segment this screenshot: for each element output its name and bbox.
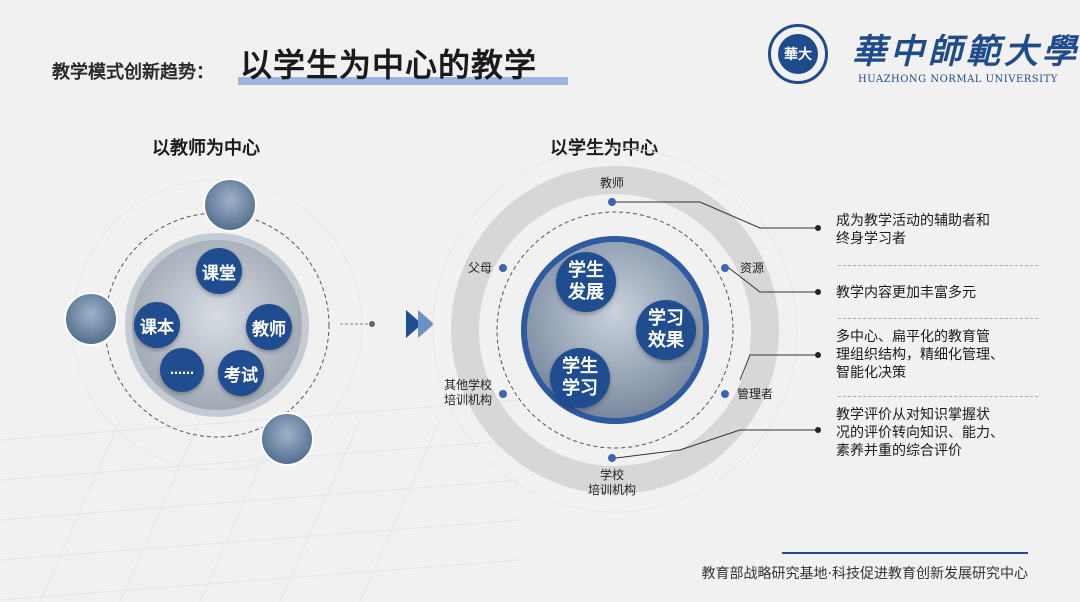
left-heading: 以教师为中心 bbox=[152, 138, 260, 159]
description-evaluation: 教学评价从对知识掌握状 况的评价转向知识、能力、 素养并重的综合评价 bbox=[836, 407, 1004, 459]
footer-text: 教育部战略研究基地·科技促进教育创新发展研究中心 bbox=[701, 566, 1028, 582]
node-label-managers: 管理者 bbox=[736, 387, 773, 401]
separator-1 bbox=[838, 265, 1038, 266]
node-label-other-schools: 其他学校 培训机构 bbox=[443, 378, 492, 407]
connector-arrow bbox=[340, 310, 434, 338]
node-label-teacher: 教师 bbox=[599, 176, 624, 190]
bubble-exam: 考试 bbox=[218, 350, 264, 396]
separator-3 bbox=[838, 396, 1038, 397]
teacher-avatar-top bbox=[203, 178, 257, 232]
description-teacher: 成为教学活动的辅助者和 终身学习者 bbox=[836, 213, 990, 247]
title-prefix: 教学模式创新趋势： bbox=[52, 62, 214, 83]
teacher-avatar-left bbox=[64, 292, 118, 346]
node-label-resources: 资源 bbox=[739, 261, 764, 275]
bubble-classroom: 课堂 bbox=[196, 248, 242, 294]
footer-line bbox=[782, 552, 1028, 554]
description-resources: 教学内容更加丰富多元 bbox=[836, 285, 976, 301]
university-seal-icon: 華大 bbox=[768, 24, 828, 84]
page-title: 以学生为中心的教学 bbox=[240, 46, 538, 84]
title-underline bbox=[238, 77, 568, 85]
bubble-textbook: 课本 bbox=[134, 302, 180, 348]
bubble-learning-effect: 学习 效果 bbox=[636, 300, 696, 360]
background-grid bbox=[0, 399, 520, 602]
bubble-ellipsis: …… bbox=[160, 348, 204, 392]
bubble-student-development: 学生 发展 bbox=[556, 252, 616, 312]
teacher-avatar-bottom bbox=[260, 412, 314, 466]
bubble-teacher: 教师 bbox=[246, 304, 292, 350]
description-managers: 多中心、扁平化的教育管 理组织结构，精细化管理、 智能化决策 bbox=[836, 329, 1004, 381]
bubble-student-learning: 学生 学习 bbox=[550, 348, 610, 408]
separator-2 bbox=[838, 318, 1038, 319]
node-label-school: 学校 培训机构 bbox=[587, 468, 636, 497]
node-label-parents: 父母 bbox=[467, 261, 492, 275]
university-name-en: HUAZHONG NORMAL UNIVERSITY bbox=[858, 74, 1058, 85]
university-name-cn: 華中師範大學 bbox=[852, 32, 1080, 72]
seal-center: 華大 bbox=[778, 34, 818, 74]
